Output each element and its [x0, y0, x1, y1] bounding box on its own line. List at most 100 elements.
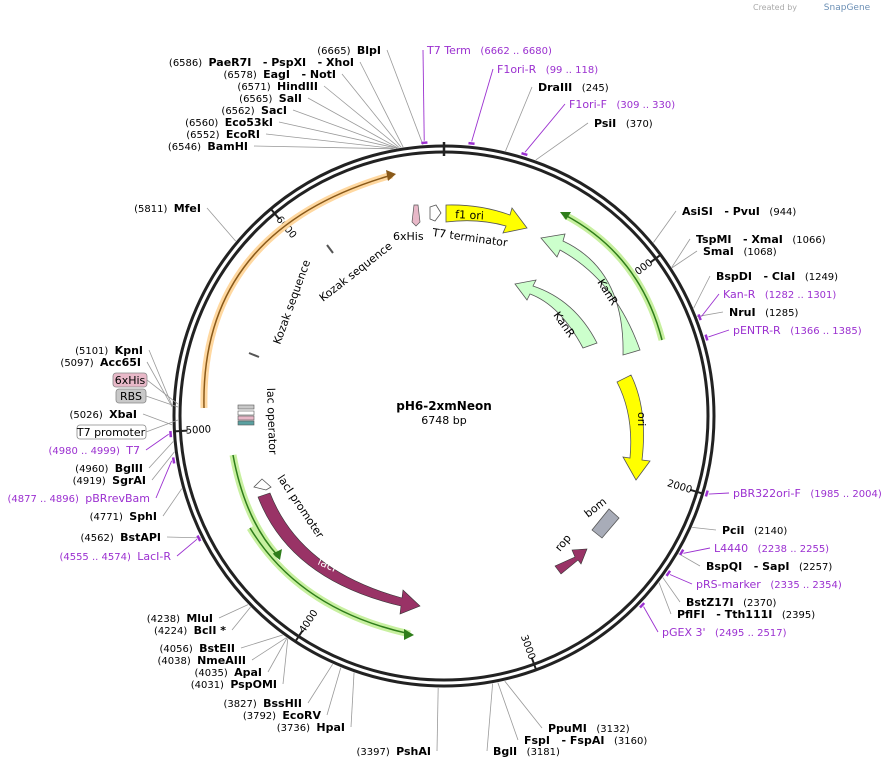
feature-laci-promoter-arrow[interactable] — [253, 478, 272, 491]
enzyme-label[interactable]: (6578) EagI - NotI — [223, 68, 336, 81]
primer-leader — [524, 103, 566, 153]
primer-label[interactable]: pRS-marker (2335 .. 2354) — [696, 578, 842, 591]
primer-label[interactable]: (4877 .. 4896) pBRrevBam — [7, 492, 150, 505]
leader-25 — [350, 672, 355, 728]
leader-33 — [692, 526, 717, 531]
enzyme-label[interactable]: (4056) BstEII — [160, 642, 236, 655]
leader-32 — [678, 553, 701, 567]
feature-laci-strand-head — [272, 549, 282, 560]
feature-lac-operator-box[interactable] — [237, 404, 255, 410]
primer-range: (99 .. 118) — [536, 65, 598, 76]
enzyme-name: MluI — [186, 612, 213, 625]
primer-label[interactable]: (4980 .. 4999) T7 — [49, 444, 141, 457]
enzyme-label[interactable]: (3397) PshAI — [357, 745, 431, 758]
enzyme-site: (3397) — [357, 747, 397, 758]
enzyme-name: TspMI - XmaI — [696, 233, 783, 246]
enzyme-label[interactable]: TspMI - XmaI (1066) — [696, 233, 826, 246]
enzyme-name: BlpI — [357, 44, 381, 57]
leader-40 — [505, 86, 533, 152]
leader-13 — [148, 441, 174, 469]
feature-6xhis-left-box[interactable] — [237, 420, 255, 426]
feature-f1ori-arrow[interactable] — [445, 204, 528, 234]
enzyme-label[interactable]: (6665) BlpI — [317, 44, 381, 57]
enzyme-label[interactable]: AsiSI - PvuI (944) — [682, 205, 796, 218]
enzyme-label[interactable]: FspI - FspAI (3160) — [524, 734, 647, 747]
enzyme-name: BspQI - SapI — [706, 560, 789, 573]
enzyme-label[interactable]: (4960) BglII — [75, 462, 143, 475]
feature-kanr-arrow-inner[interactable] — [514, 279, 598, 349]
enzyme-label[interactable]: (4038) NmeAIII — [157, 654, 246, 667]
enzyme-label[interactable]: (6546) BamHI — [168, 140, 248, 153]
tick-label-4000: 4000 — [297, 608, 320, 635]
enzyme-label[interactable]: SmaI (1068) — [703, 245, 777, 258]
enzyme-label[interactable]: (4035) ApaI — [194, 666, 262, 679]
enzyme-label[interactable]: PflFI - Tth111I (2395) — [677, 608, 815, 621]
enzyme-label[interactable]: (4031) PspOMI — [191, 678, 277, 691]
leader-24 — [326, 667, 342, 716]
enzyme-site: (2395) — [772, 610, 815, 621]
enzyme-label[interactable]: PsiI (370) — [594, 117, 653, 130]
feature-t7-promoter-box[interactable] — [237, 410, 255, 416]
primer-label[interactable]: Kan-R (1282 .. 1301) — [723, 288, 836, 301]
primer-name: pBRrevBam — [85, 492, 150, 505]
enzyme-name: PciI — [722, 524, 744, 537]
enzyme-site: (3160) — [604, 736, 647, 747]
enzyme-label[interactable]: (4238) MluI — [147, 612, 213, 625]
tick-label-2000: 2000 — [666, 478, 694, 496]
primer-label[interactable]: (4555 .. 4574) LacI-R — [59, 550, 171, 563]
enzyme-label[interactable]: (4224) BclI * — [154, 624, 226, 637]
feature-ori-arrow[interactable] — [616, 374, 651, 481]
enzyme-label[interactable]: PpuMI (3132) — [548, 722, 630, 735]
feature-rbs-box[interactable] — [237, 415, 255, 421]
enzyme-label[interactable]: (6571) HindIII — [237, 80, 318, 93]
enzyme-site: (4562) — [81, 533, 121, 544]
primer-mark — [171, 457, 176, 464]
feature-kanr-strand-upper-head — [560, 212, 571, 220]
enzyme-label[interactable]: (5101) KpnI — [75, 344, 143, 357]
feature-laci-arrow[interactable] — [257, 492, 421, 615]
primer-label[interactable]: pBR322ori-F (1985 .. 2004) — [733, 487, 882, 500]
enzyme-name: SmaI — [703, 245, 734, 258]
label-6xhis-top: 6xHis — [393, 230, 424, 243]
feature-bom-box[interactable] — [591, 508, 620, 539]
enzyme-label[interactable]: (5097) Acc65I — [60, 356, 141, 369]
primer-marks — [145, 49, 730, 633]
enzyme-name: PaeR7I - PspXI - XhoI — [209, 56, 354, 69]
enzyme-label[interactable]: (6586) PaeR7I - PspXI - XhoI — [169, 56, 354, 69]
enzyme-label[interactable]: BglI (3181) — [493, 745, 560, 758]
enzyme-label[interactable]: BstZ17I (2370) — [686, 596, 776, 609]
enzyme-label[interactable]: BspDI - ClaI (1249) — [716, 270, 838, 283]
enzyme-label[interactable]: (4919) SgrAI — [73, 474, 146, 487]
enzyme-label[interactable]: (6560) Eco53kI — [185, 116, 273, 129]
enzyme-label[interactable]: (4771) SphI — [90, 510, 157, 523]
enzyme-label[interactable]: DraIII (245) — [538, 81, 609, 94]
enzyme-label[interactable]: (6552) EcoRI — [186, 128, 260, 141]
enzyme-label[interactable]: PciI (2140) — [722, 524, 787, 537]
enzyme-label[interactable]: NruI (1285) — [729, 306, 798, 319]
feature-6xhis-top[interactable] — [411, 204, 421, 227]
feature-t7-terminator-top[interactable] — [429, 204, 442, 222]
enzyme-label[interactable]: (5811) MfeI — [134, 202, 201, 215]
enzyme-label[interactable]: (4562) BstAPI — [81, 531, 161, 544]
enzyme-label[interactable]: (6565) SalI — [239, 92, 302, 105]
feature-rop-arrow[interactable] — [554, 548, 588, 575]
enzyme-name: BstZ17I — [686, 596, 734, 609]
enzyme-label[interactable]: (3792) EcoRV — [243, 709, 322, 722]
enzyme-label[interactable]: BspQI - SapI (2257) — [706, 560, 832, 573]
enzyme-name: BstEII — [199, 642, 235, 655]
primer-label[interactable]: L4440 (2238 .. 2255) — [714, 542, 829, 555]
feature-kanr-arrow-outer[interactable] — [540, 233, 641, 356]
enzyme-name: Eco53kI — [225, 116, 273, 129]
label-kozak-left: Kozak sequence — [271, 258, 314, 346]
primer-name: F1ori-F — [569, 98, 607, 111]
enzyme-label[interactable]: (5026) XbaI — [70, 408, 137, 421]
primer-label[interactable]: pENTR-R (1366 .. 1385) — [733, 324, 862, 337]
primer-label[interactable]: pGEX 3' (2495 .. 2517) — [662, 626, 787, 639]
primer-label[interactable]: F1ori-F (309 .. 330) — [569, 98, 675, 111]
enzyme-label[interactable]: (3736) HpaI — [277, 721, 345, 734]
primer-label[interactable]: F1ori-R (99 .. 118) — [497, 63, 598, 76]
primer-label[interactable]: T7 Term (6662 .. 6680) — [426, 44, 552, 57]
leader-12 — [142, 413, 173, 426]
enzyme-label[interactable]: (6562) SacI — [221, 104, 287, 117]
enzyme-label[interactable]: (3827) BssHII — [224, 697, 302, 710]
